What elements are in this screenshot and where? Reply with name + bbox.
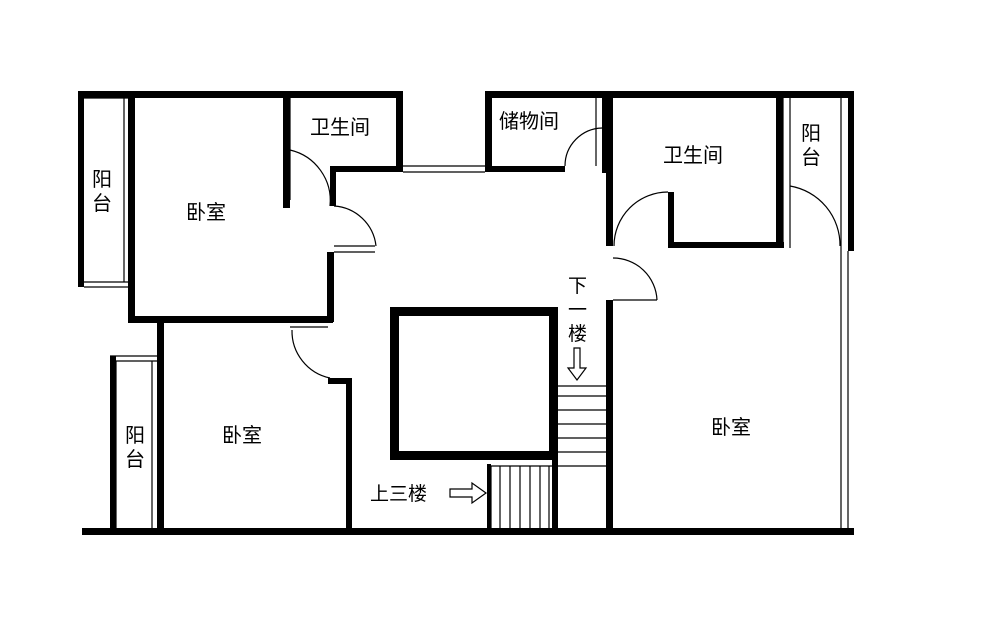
thin-lines [84,96,849,528]
right-arrow-icon [449,481,488,505]
room-label-balcony-w2-b: 台 [125,447,145,471]
room-label-bathroom-n: 卫生间 [310,115,370,139]
stair-down-label-1: 下 [568,275,587,297]
room-label-storage: 储物间 [499,109,559,133]
down-arrow-icon [566,347,588,381]
room-label-balcony-e-b: 台 [801,145,821,169]
room-label-bathroom-ne: 卫生间 [663,143,723,167]
room-label-bedroom-nw: 卧室 [186,200,226,224]
room-label-balcony-w2-a: 阳 [125,423,145,447]
stair-up-label: 上三楼 [370,483,427,505]
room-label-bedroom-sw: 卧室 [222,423,262,447]
doors [289,127,841,379]
stair-down-label-2: 一 [568,299,587,321]
stair-down-label-3: 楼 [568,323,587,345]
stairs [490,385,606,528]
walls [78,91,854,535]
room-label-balcony-w1-b: 台 [92,191,112,215]
room-label-bedroom-e: 卧室 [711,415,751,439]
room-label-balcony-w1-a: 阳 [92,167,112,191]
room-label-balcony-e-a: 阳 [801,121,821,145]
